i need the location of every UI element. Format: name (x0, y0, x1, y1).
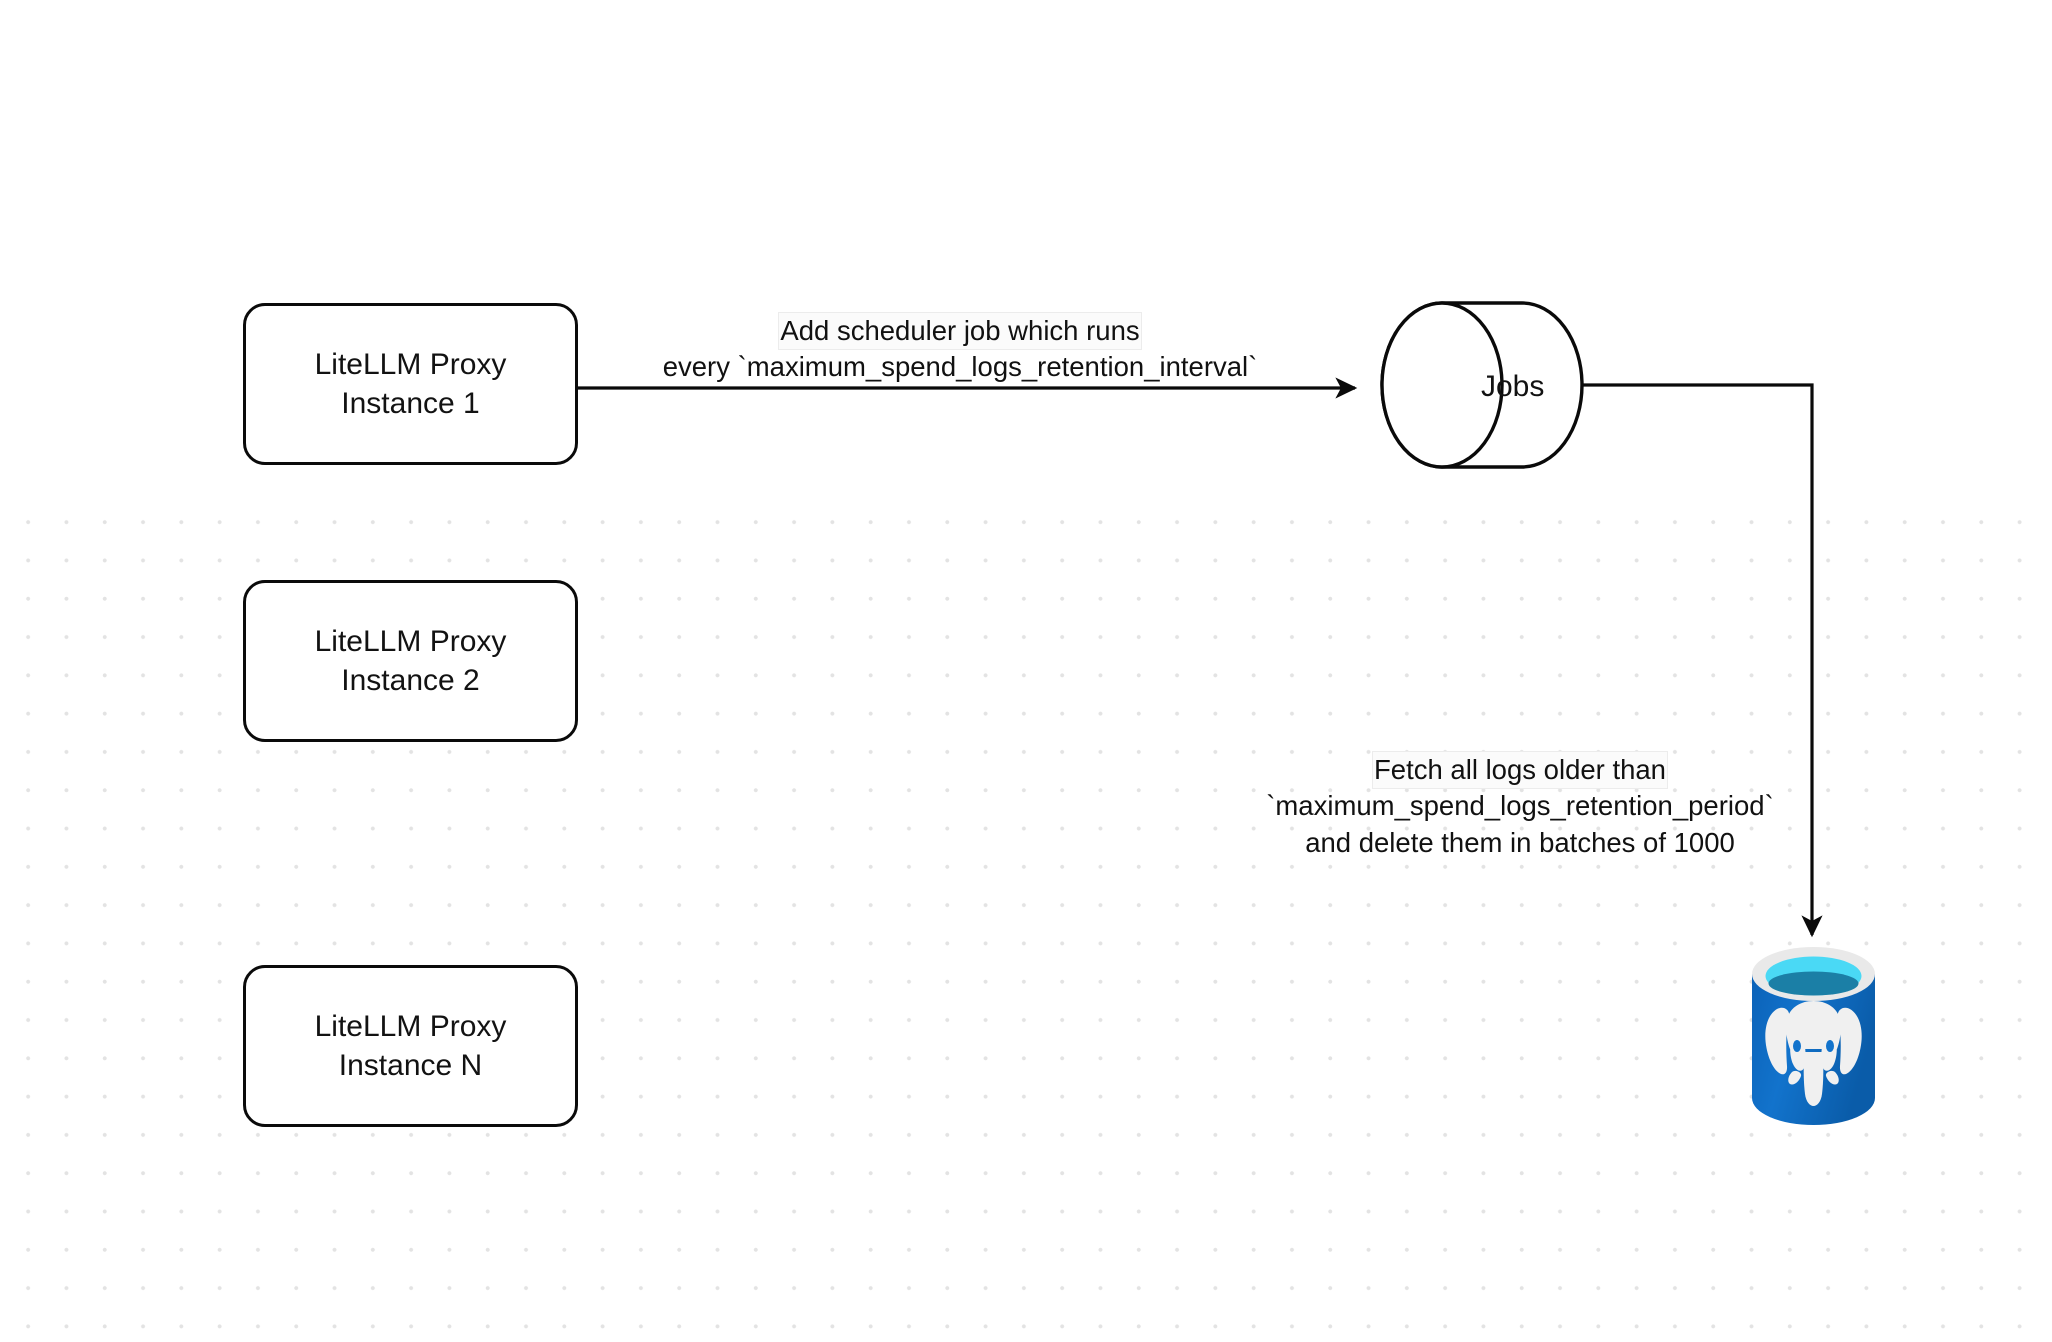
node-label-line2: Instance 2 (341, 664, 480, 697)
edge-label-line1-text: Fetch all logs older than (1373, 752, 1667, 789)
node-litellm-proxy-instance-1[interactable]: LiteLLM Proxy Instance 1 (243, 303, 578, 465)
edge-label-line1: Fetch all logs older than (1245, 752, 1795, 789)
postgres-elephant-eye-right (1826, 1040, 1834, 1052)
node-label-jobs: Jobs (1481, 370, 1545, 403)
node-label-line2: Instance 1 (341, 387, 480, 420)
edge-label-line1: Add scheduler job which runs (605, 313, 1315, 350)
postgres-top-teal-fill (1768, 971, 1859, 996)
node-label-line1: LiteLLM Proxy (314, 624, 507, 658)
edge-label-instance1-to-jobs: Add scheduler job which runs every `maxi… (605, 313, 1315, 386)
node-label-line1: LiteLLM Proxy (314, 347, 507, 381)
node-litellm-proxy-instance-2[interactable]: LiteLLM Proxy Instance 2 (243, 580, 578, 742)
node-postgres-database[interactable] (1752, 947, 1875, 1125)
node-label-line2: Instance N (338, 1049, 483, 1082)
edge-label-line3: and delete them in batches of 1000 (1305, 826, 1735, 858)
edge-jobs-to-postgres (1582, 383, 1823, 938)
jobs-cylinder-cap (1380, 301, 1504, 469)
node-label-line1: LiteLLM Proxy (314, 1009, 507, 1043)
postgres-elephant-eye-left (1793, 1040, 1801, 1052)
edge-label-line1-text: Add scheduler job which runs (779, 313, 1141, 350)
edge-label-jobs-to-postgres: Fetch all logs older than `maximum_spend… (1245, 752, 1795, 861)
node-jobs-cylinder[interactable] (1380, 301, 1584, 469)
postgresql-elephant-icon (1765, 1001, 1862, 1106)
edge-label-line2: every `maximum_spend_logs_retention_inte… (662, 351, 1258, 383)
node-litellm-proxy-instance-n[interactable]: LiteLLM Proxy Instance N (243, 965, 578, 1127)
edge-label-line2: `maximum_spend_logs_retention_period` (1266, 790, 1774, 822)
